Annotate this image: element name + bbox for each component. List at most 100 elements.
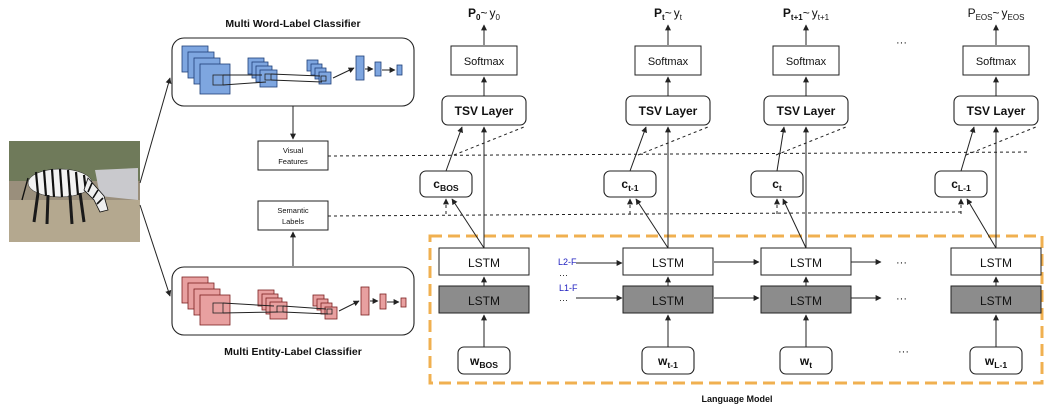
context-label-sub: BOS (440, 183, 459, 193)
visual-dashed-arrow (965, 126, 1037, 156)
word-input-label-sub: t (809, 360, 812, 370)
output-label: Pt+1~yt+1 (783, 6, 830, 22)
context-tsv-arrow (776, 126, 787, 172)
tsv-layer-box (625, 95, 711, 126)
context-label: ct-1 (621, 177, 638, 193)
entity-classifier-cnn-icon (181, 276, 407, 326)
output-y-sub: t (680, 13, 683, 22)
context-tsv-arrow (445, 126, 463, 172)
lstm-lower-box (760, 285, 852, 314)
lstm-upper-label: LSTM (980, 256, 1012, 270)
softmax-box (634, 45, 702, 76)
tsv-layer-label: TSV Layer (455, 104, 514, 118)
word-input-label: wL-1 (984, 354, 1007, 370)
lstm-lower-label: LSTM (468, 294, 500, 308)
softmax-box (962, 45, 1030, 76)
output-tilde: ~ (993, 6, 1000, 20)
softmax-label: Softmax (786, 56, 827, 68)
l1-fusion-label-group: L1-F ··· (559, 283, 578, 305)
semantic-labels-line1: Semantic (277, 206, 309, 215)
word-ellipsis: ··· (898, 346, 909, 358)
lstm-lower-box (622, 285, 714, 314)
lstm-upper-label: LSTM (790, 256, 822, 270)
output-y: y (674, 6, 680, 20)
image-to-entity-classifier-arrow (139, 204, 172, 297)
output-y-sub: t+1 (818, 13, 830, 22)
word-classifier-cnn-icon (181, 45, 403, 95)
semantic-labels-box (257, 200, 329, 231)
l2-fusion-label-group: L2-F ··· (558, 257, 577, 280)
softmax-box (772, 45, 840, 76)
lstm-lower-label: LSTM (790, 294, 822, 308)
lstm-context-arrow (782, 198, 807, 249)
word-input-label: wt (799, 354, 812, 370)
lstm-lower-box (438, 285, 530, 314)
l1-fusion-label: L1-F (559, 283, 578, 293)
entity-classifier-title: Multi Entity-Label Classifier (224, 346, 362, 358)
output-prob: P (783, 6, 791, 20)
context-label: ct (772, 177, 782, 193)
softmax-box (450, 45, 518, 76)
context-label-sub: t-1 (628, 183, 639, 193)
lstm-lower-label: LSTM (980, 294, 1012, 308)
output-ellipsis: ··· (896, 37, 907, 49)
output-prob: P (968, 6, 976, 20)
lstm-lower-box (950, 285, 1042, 314)
tsv-layer-box (763, 95, 849, 126)
lstm-context-arrow (635, 198, 669, 249)
output-tilde: ~ (803, 6, 810, 20)
language-model-frame (428, 234, 1044, 385)
output-y-sub: 0 (496, 13, 501, 22)
entity-classifier-box (171, 266, 415, 336)
context-label-base: c (433, 177, 440, 191)
context-tsv-arrow (960, 126, 976, 172)
context-label: cBOS (433, 177, 459, 193)
softmax-label: Softmax (464, 56, 505, 68)
visual-features-box (257, 140, 329, 171)
semantic-labels-line2: Labels (282, 217, 304, 226)
tsv-layer-box (953, 95, 1039, 126)
word-input-label-sub: BOS (479, 360, 498, 370)
word-classifier-title: Multi Word-Label Classifier (225, 18, 360, 30)
l2-fusion-dots: ··· (559, 270, 568, 280)
lstm-upper-box (438, 247, 530, 276)
visual-dashed-arrow (637, 126, 709, 156)
tsv-layer-label: TSV Layer (967, 104, 1026, 118)
word-input-label-base: w (799, 354, 810, 368)
word-input-label-base: w (469, 354, 480, 368)
lstm-upper-box (950, 247, 1042, 276)
tsv-layer-label: TSV Layer (777, 104, 836, 118)
word-input-label-base: w (984, 354, 995, 368)
word-input-label: wBOS (469, 354, 498, 370)
context-tsv-arrow (629, 126, 647, 172)
word-input-label-sub: L-1 (994, 360, 1007, 370)
visual-features-dashed-line (327, 151, 1031, 157)
tsv-layer-box (441, 95, 527, 126)
context-label-base: c (951, 177, 958, 191)
output-prob-sub: t+1 (791, 13, 803, 22)
output-tilde: ~ (481, 6, 488, 20)
output-y: y (490, 6, 496, 20)
lstm-bottom-ellipsis: ··· (896, 293, 907, 305)
context-label-base: c (621, 177, 628, 191)
output-label: P0~y0 (468, 6, 500, 22)
word-input-label: wt-1 (657, 354, 678, 370)
l1-fusion-dots: ··· (559, 295, 568, 305)
visual-dashed-arrow (453, 126, 525, 156)
output-y-sub: EOS (1008, 13, 1025, 22)
output-prob-sub: 0 (476, 13, 481, 22)
visual-dashed-arrow (775, 126, 847, 156)
lstm-lower-label: LSTM (652, 294, 684, 308)
output-prob-sub: EOS (976, 13, 993, 22)
lstm-top-ellipsis: ··· (896, 257, 907, 269)
lstm-upper-box (760, 247, 852, 276)
tsv-layer-label: TSV Layer (639, 104, 698, 118)
context-label-base: c (772, 177, 779, 191)
context-label: cL-1 (951, 177, 971, 193)
